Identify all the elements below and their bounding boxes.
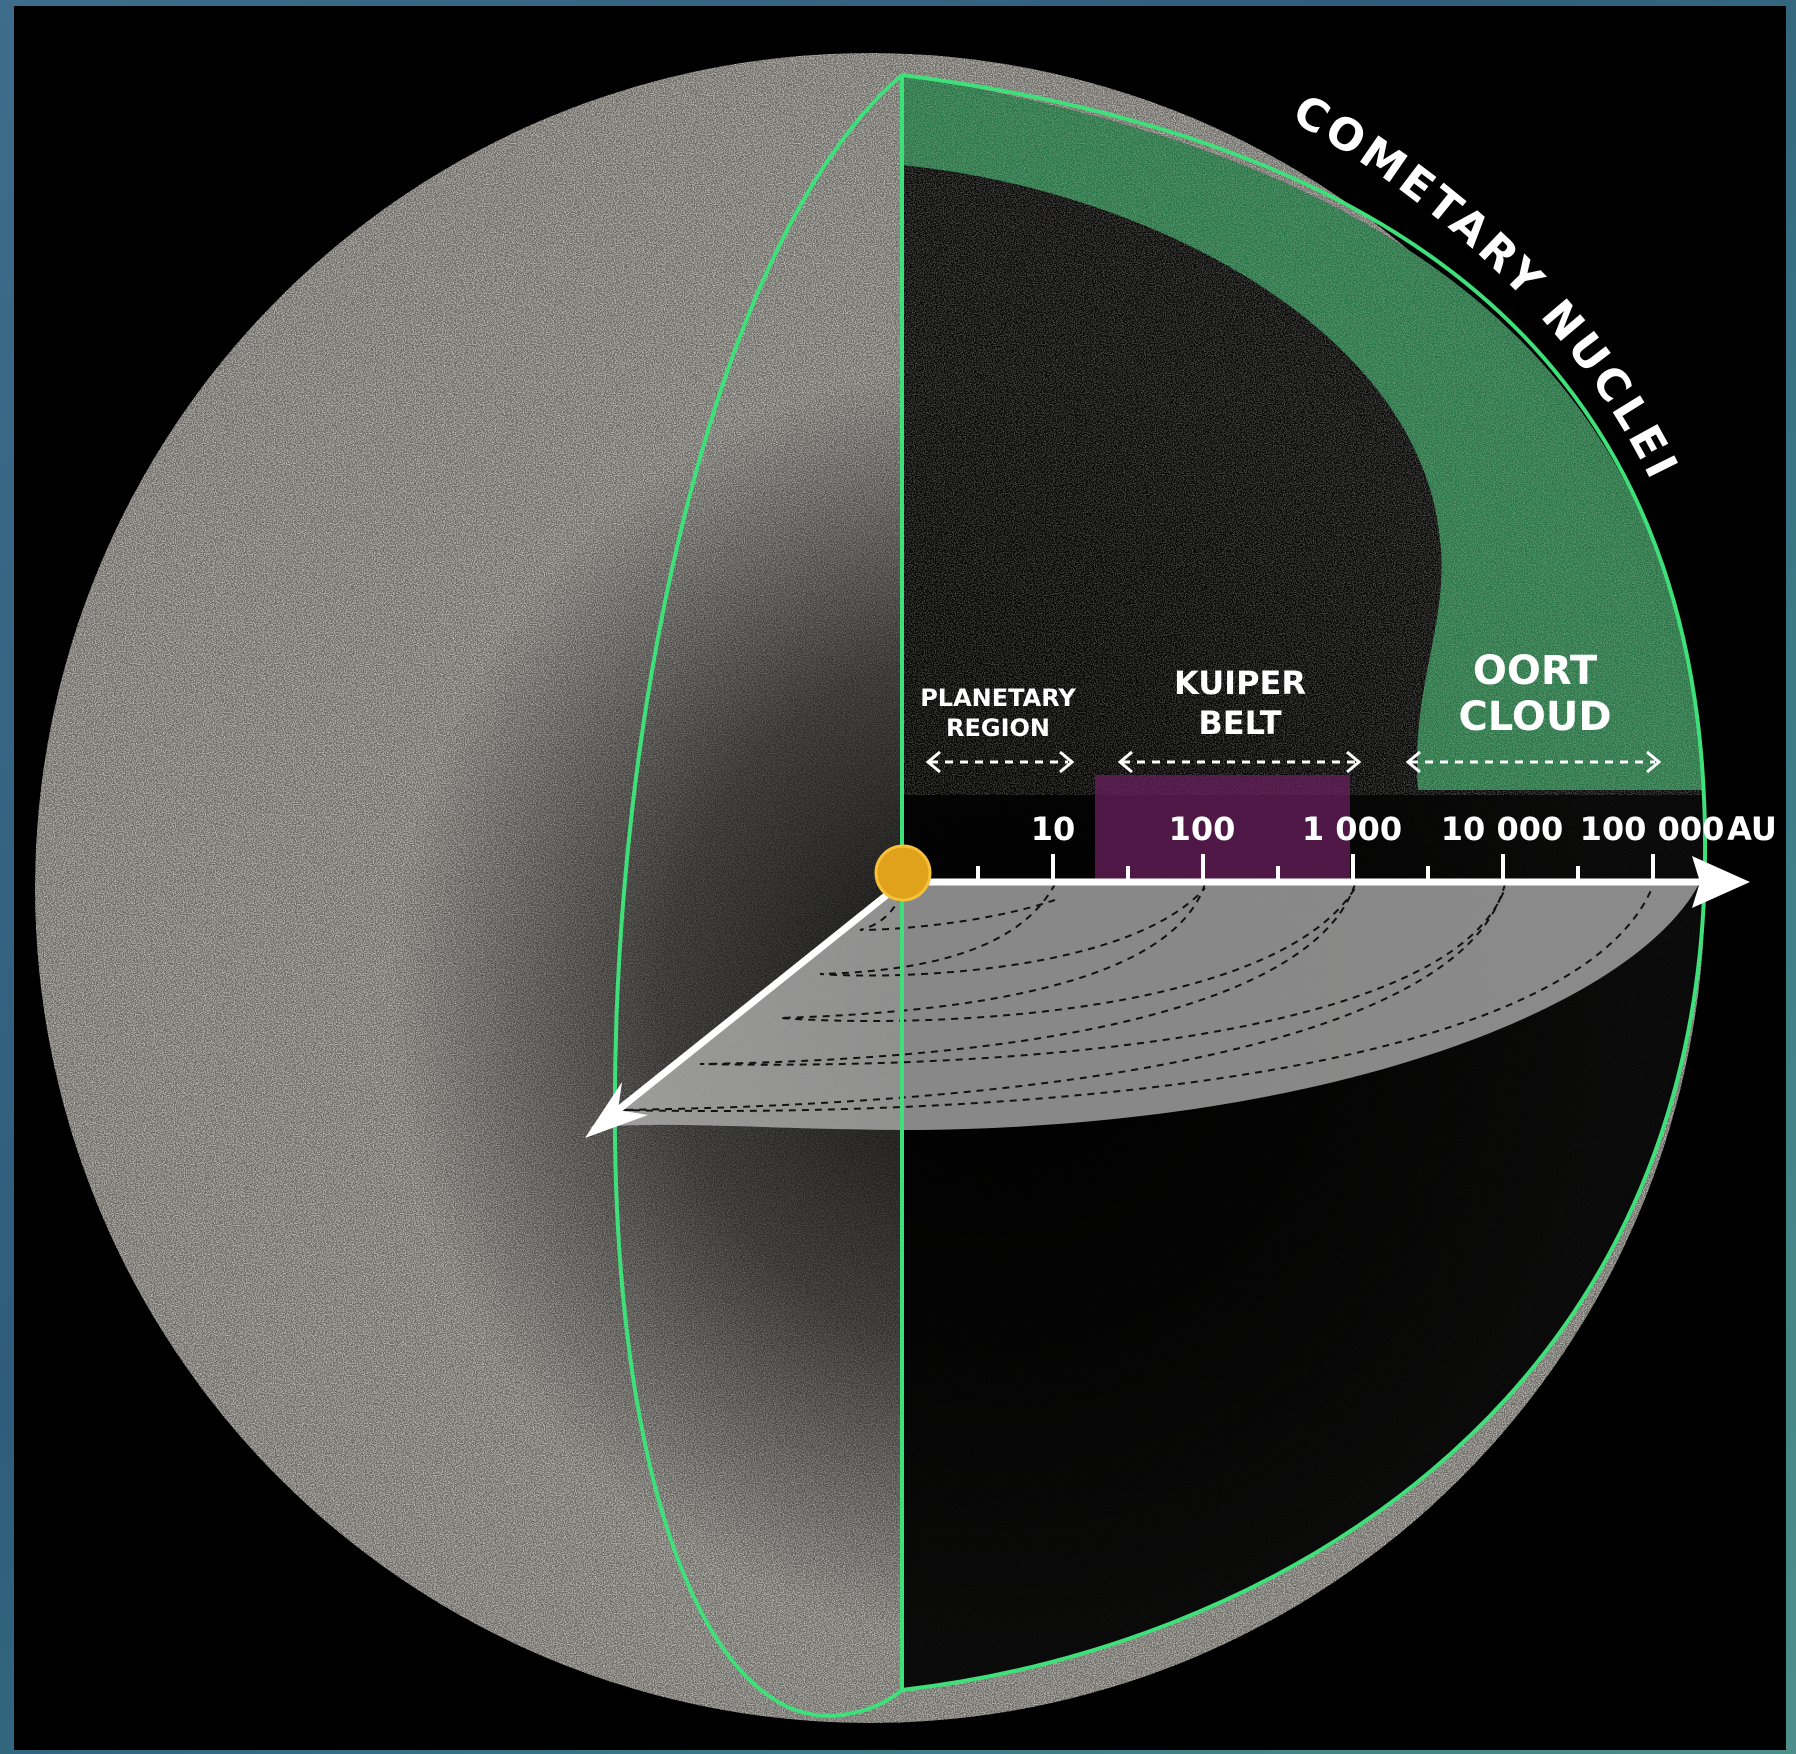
axis-unit-label: AU	[1727, 810, 1777, 848]
kuiper-range-arrow	[1117, 750, 1362, 774]
axis-tick-labels: 10 100 1 000 10 000 100 000 AU	[1031, 810, 1777, 848]
tick-label-100: 100	[1169, 810, 1236, 848]
planetary-region-label-line2: REGION	[946, 714, 1050, 742]
kuiper-belt-label-line2: BELT	[1198, 704, 1281, 742]
planetary-region-label-line1: PLANETARY	[920, 684, 1076, 712]
tick-label-10: 10	[1031, 810, 1076, 848]
kuiper-belt-label-line1: KUIPER	[1174, 664, 1306, 702]
axis-ticks	[976, 854, 1655, 882]
tick-label-10000: 10 000	[1441, 810, 1563, 848]
sun	[874, 844, 932, 902]
oort-range-arrow	[1405, 750, 1662, 774]
distance-axis	[585, 856, 1750, 1138]
planetary-range-arrow	[925, 750, 1075, 774]
oort-cloud-label-line2: CLOUD	[1458, 694, 1611, 740]
tick-label-1000: 1 000	[1302, 810, 1402, 848]
region-range-arrows	[925, 750, 1662, 774]
kuiper-belt-band	[1095, 775, 1350, 885]
oort-cloud-label-line1: OORT	[1473, 648, 1598, 694]
ecliptic-plane	[590, 882, 1700, 1130]
tick-label-100000: 100 000	[1580, 810, 1725, 848]
ecliptic-orbit-rings	[619, 881, 1653, 1112]
